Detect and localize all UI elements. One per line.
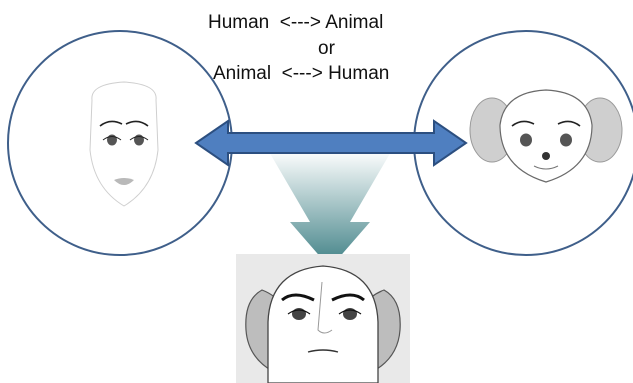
- down-funnel-arrow: [268, 150, 392, 268]
